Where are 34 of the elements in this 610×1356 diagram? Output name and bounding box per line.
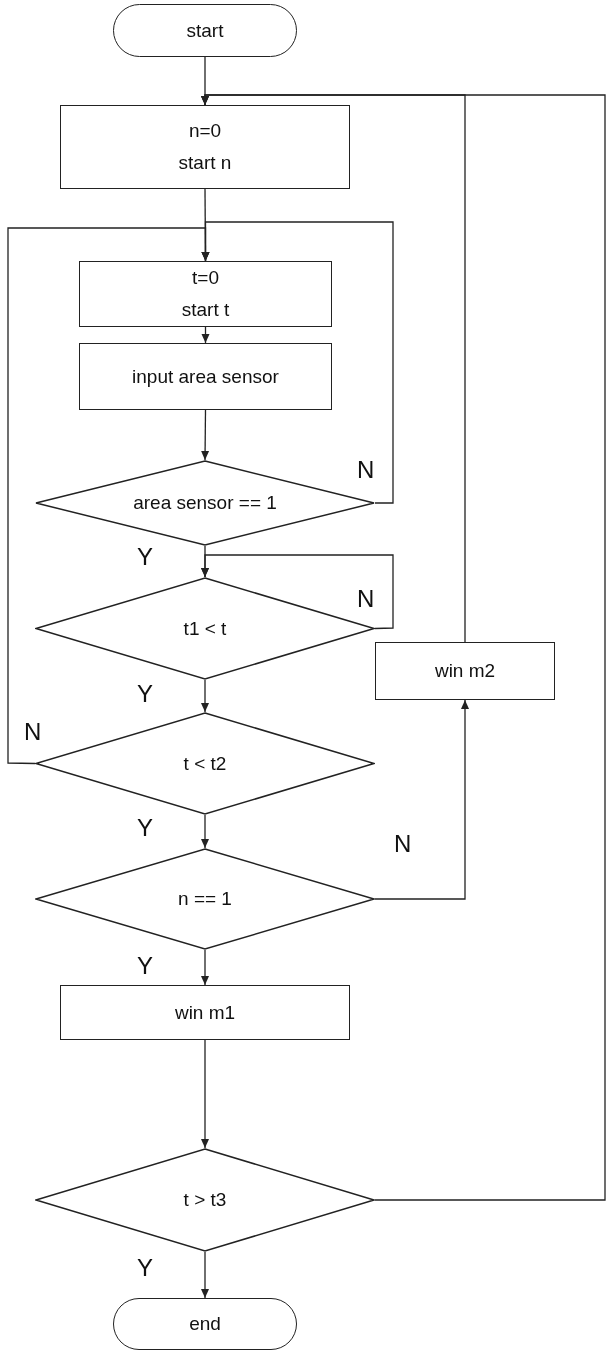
- arrow: [201, 326, 210, 344]
- node-text: win m2: [434, 659, 496, 683]
- node-text: t=0: [192, 266, 219, 290]
- node-text: input area sensor: [132, 364, 279, 389]
- arrow: [201, 679, 209, 713]
- arrow: [201, 554, 394, 630]
- arrow: [201, 1039, 209, 1149]
- node-text: area sensor == 1: [133, 491, 277, 515]
- node-text: win m1: [174, 1000, 236, 1025]
- decision-diamond: [35, 577, 375, 680]
- arrow: [201, 94, 606, 1201]
- process-box: [79, 343, 332, 410]
- process-box: [375, 642, 555, 700]
- decision-diamond: [35, 1148, 375, 1252]
- decision-diamond: [35, 848, 375, 950]
- node-text: t1 < t: [183, 616, 227, 641]
- process-box: [79, 261, 332, 327]
- node-text: t < t2: [183, 751, 227, 776]
- process-box: [60, 985, 350, 1040]
- node-text: n == 1: [178, 887, 232, 911]
- arrow: [374, 699, 469, 900]
- arrow: [201, 949, 209, 986]
- node-text: start t: [181, 298, 230, 322]
- decision-diamond: [35, 460, 375, 546]
- arrow: [201, 409, 210, 461]
- node-text: start n: [178, 151, 232, 175]
- node-text: end: [189, 1312, 221, 1336]
- arrow: [201, 814, 209, 849]
- node-text: start: [186, 18, 224, 43]
- process-box: [60, 105, 350, 189]
- arrow: [201, 1251, 209, 1299]
- node-text: t > t3: [183, 1188, 227, 1212]
- node-text: n=0: [188, 119, 222, 143]
- arrow: [7, 227, 210, 765]
